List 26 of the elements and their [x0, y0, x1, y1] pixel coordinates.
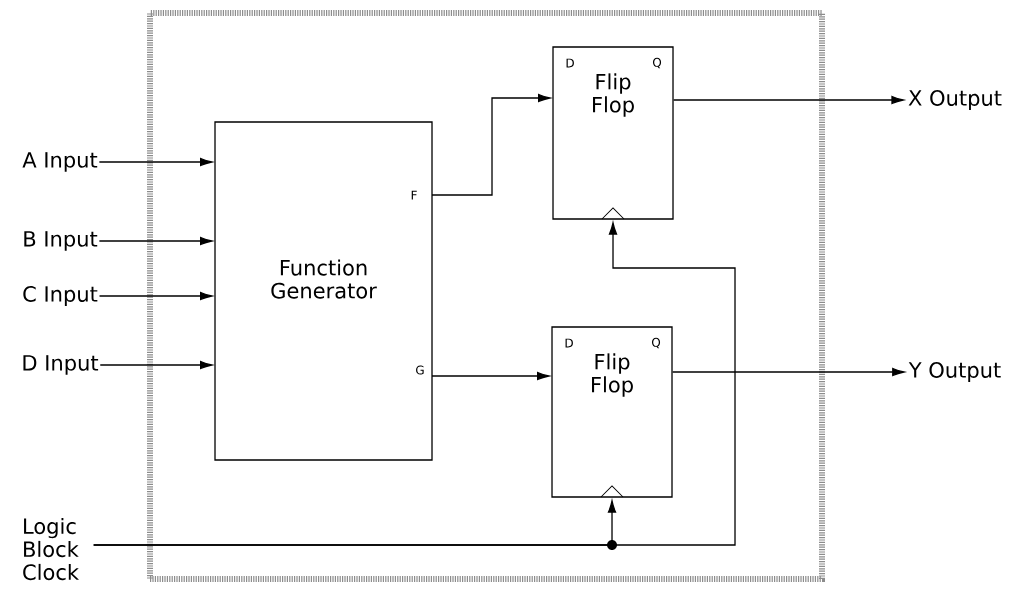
arrow: [673, 95, 904, 105]
arrow: [431, 371, 550, 381]
pin-label: G: [416, 365, 424, 375]
pin-label: D: [566, 58, 574, 68]
arrow: [98, 291, 213, 301]
arrow: [98, 236, 213, 246]
signal-label: Logic Block Clock: [23, 517, 79, 581]
arrow: [98, 157, 213, 167]
chip-boundary: [147, 10, 825, 582]
signal-label: X Output: [908, 90, 1002, 110]
arrow: [93, 222, 736, 546]
block-label: Function Generator: [271, 259, 377, 299]
pin-label: D: [565, 338, 573, 348]
signal-label: D Input: [23, 355, 99, 375]
pin-label: F: [411, 190, 417, 200]
block-label: Flip Flop: [592, 353, 633, 397]
arrow: [99, 360, 213, 370]
arrow: [431, 93, 551, 196]
signal-label: C Input: [23, 286, 98, 306]
pin-label: Q: [651, 337, 661, 349]
arrow: [672, 367, 905, 377]
signal-label: A Input: [22, 152, 98, 172]
signal-label: B Input: [24, 231, 98, 251]
signal-label: Y Output: [908, 362, 1001, 382]
block-label: Flip Flop: [593, 73, 634, 117]
pin-label: Q: [652, 57, 662, 69]
